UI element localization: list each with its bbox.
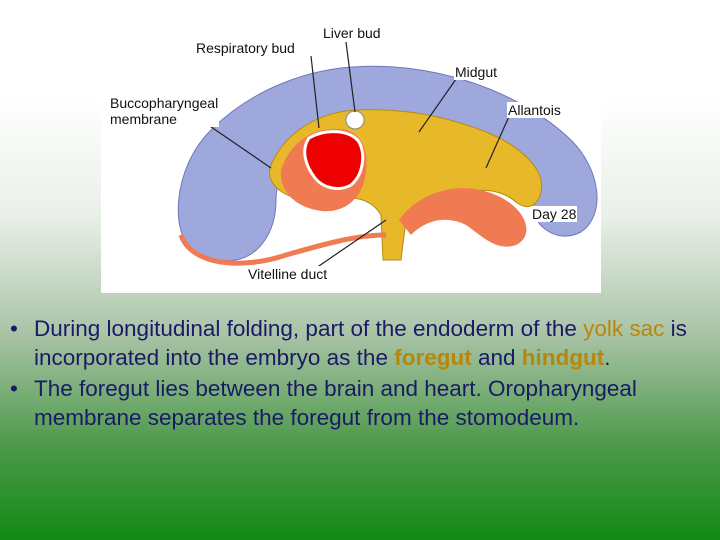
label-liver-bud: Liver bud: [322, 25, 382, 41]
pointer-vitelline: [315, 219, 387, 269]
label-respiratory-bud: Respiratory bud: [195, 40, 296, 56]
pointer-allantois: [485, 111, 512, 169]
embryo-diagram: Respiratory bud Liver bud Midgut Buccoph…: [101, 20, 601, 293]
label-day: Day 28: [531, 206, 578, 222]
bullet-marker: •: [10, 376, 18, 401]
bullet-item: • During longitudinal folding, part of t…: [10, 314, 716, 372]
bullet-text: is incorporated into the embryo as the: [34, 316, 687, 370]
pointer-respiratory: [310, 55, 320, 129]
mesoderm-loop: [399, 188, 527, 247]
bullet-item: • The foregut lies between the brain and…: [10, 374, 716, 432]
ventral-wall-curve: [178, 232, 387, 266]
bullet-text: and: [471, 345, 522, 370]
label-vitelline-duct: Vitelline duct: [247, 266, 329, 282]
heart-shape: [303, 130, 365, 190]
pointer-buccopharyngeal: [200, 119, 272, 169]
liver-bud-shape: [345, 110, 365, 130]
bullet-list: • During longitudinal folding, part of t…: [10, 314, 716, 434]
bullet-marker: •: [10, 316, 18, 341]
pointer-midgut: [418, 71, 462, 133]
bullet-text: During longitudinal folding, part of the…: [34, 316, 584, 341]
label-midgut: Midgut: [454, 64, 499, 80]
ectoderm-shape: [177, 65, 598, 262]
label-allantois: Allantois: [507, 102, 562, 118]
embryo-illustration: [177, 41, 598, 269]
label-buccopharyngeal-membrane: Buccopharyngeal membrane: [109, 95, 220, 127]
term-foregut: foregut: [394, 345, 472, 370]
bullet-text: .: [604, 345, 611, 370]
pointer-liver: [345, 41, 356, 113]
bullet-text: The foregut lies between the brain and h…: [34, 376, 637, 430]
term-hindgut: hindgut: [521, 345, 605, 370]
term-yolk-sac: yolk sac: [583, 316, 665, 341]
